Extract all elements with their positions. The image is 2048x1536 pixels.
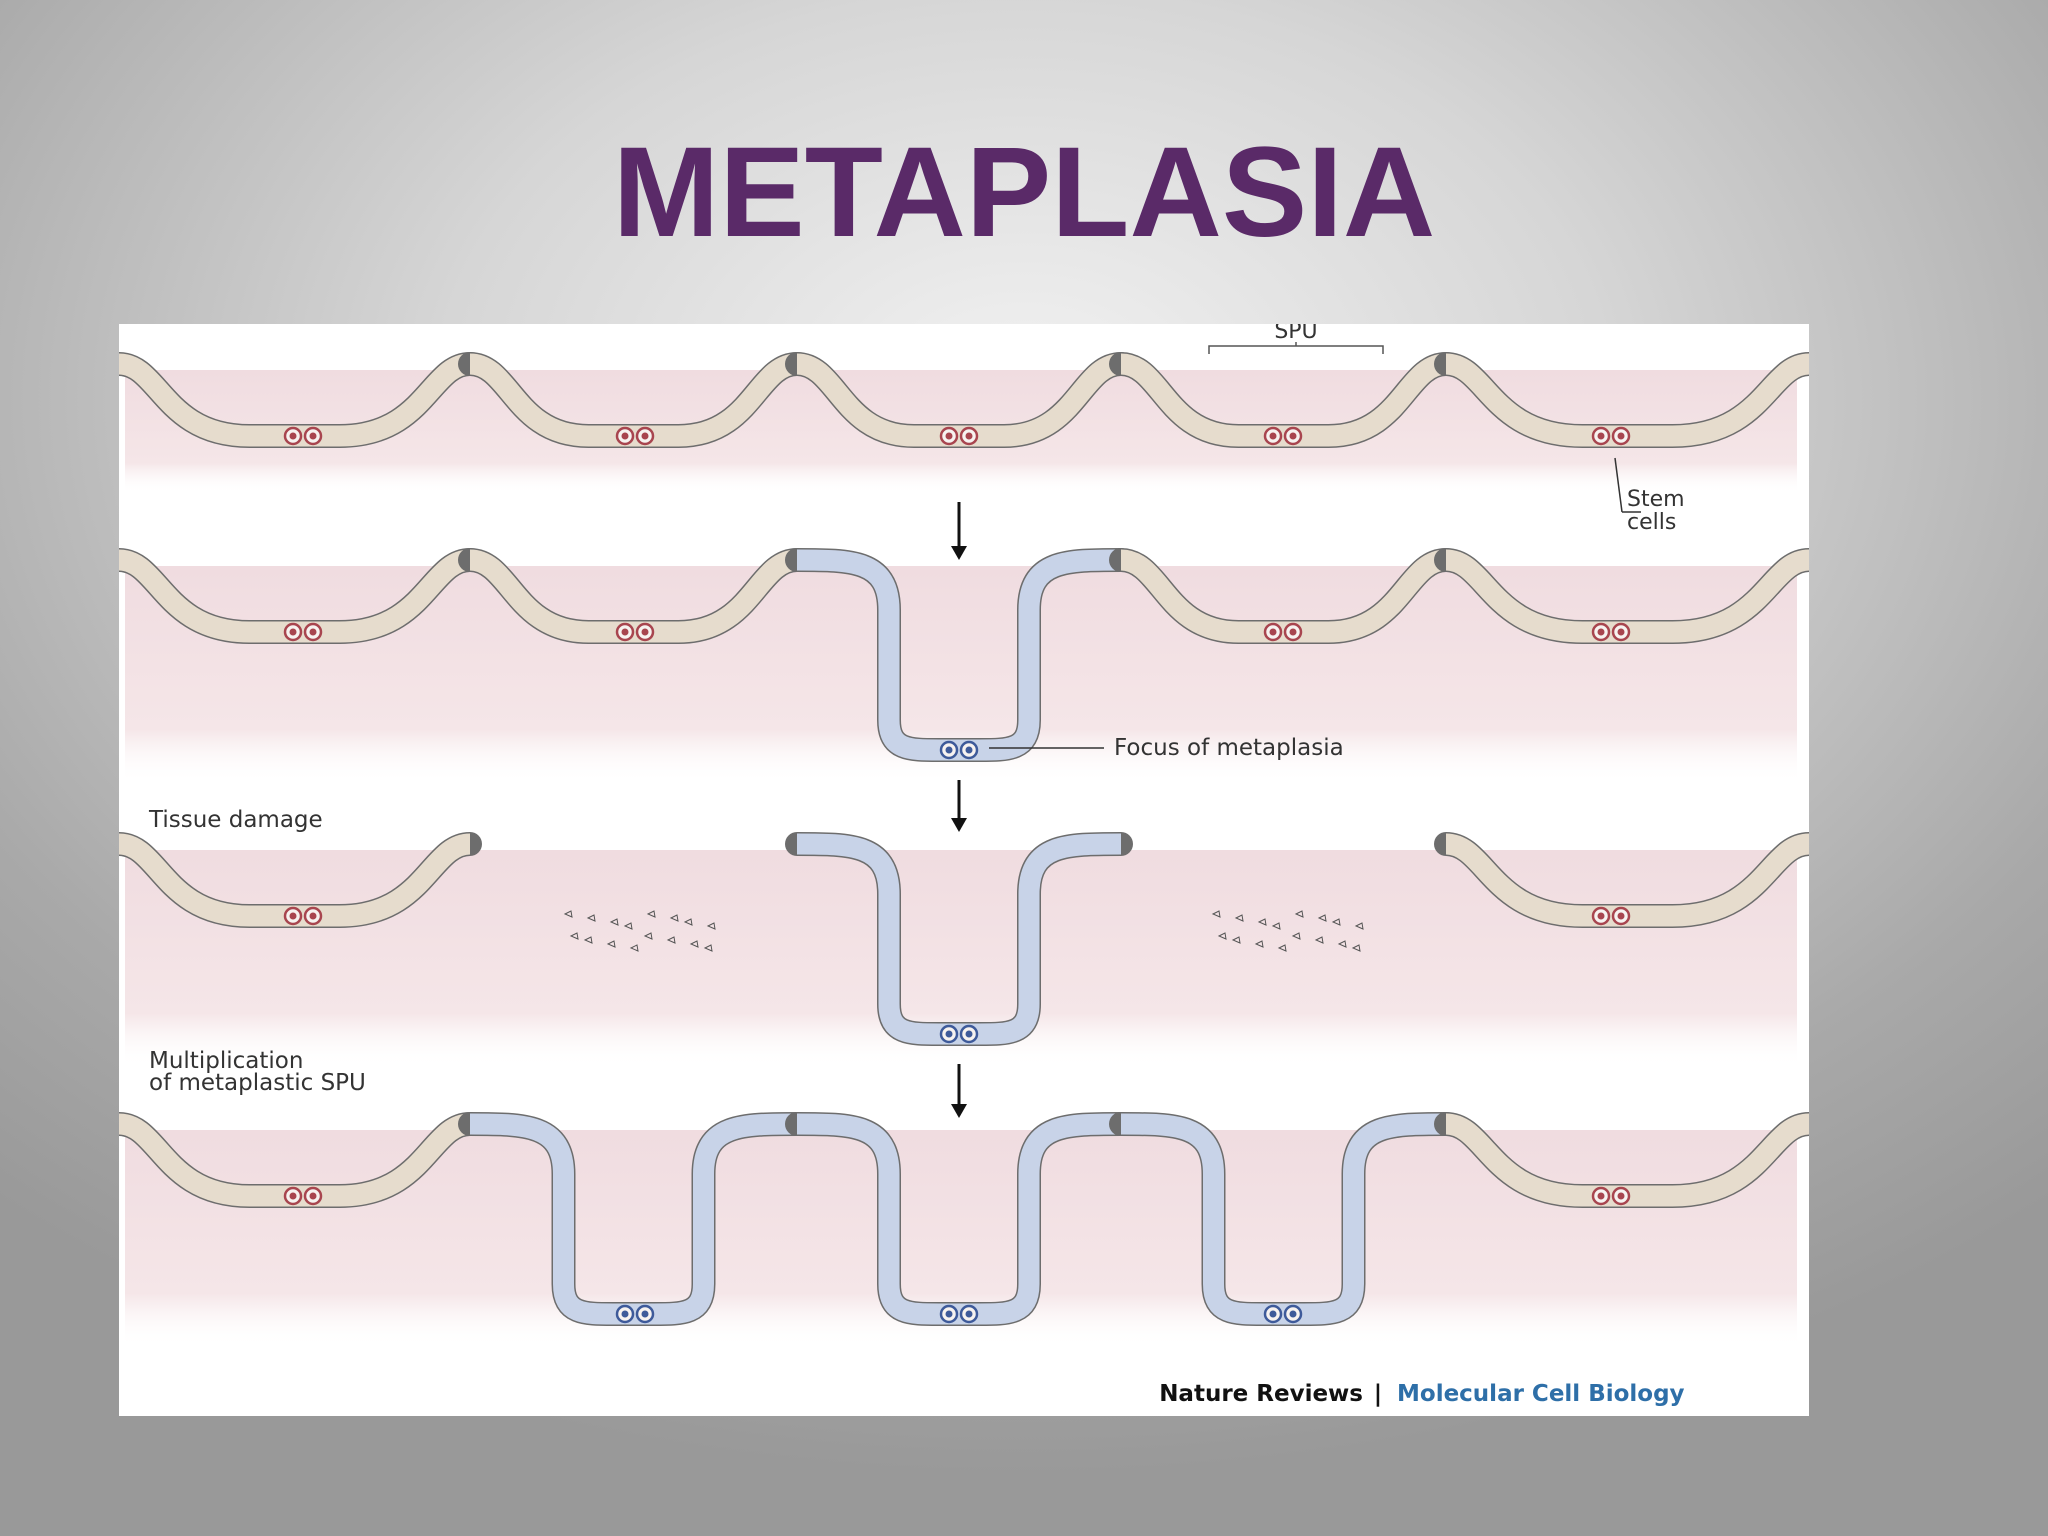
epithelium-row: [119, 1112, 1809, 1348]
stem-cells-callout: Stem cells: [1614, 457, 1692, 535]
stem-cell: [1611, 1186, 1631, 1206]
stem-cell: [1611, 906, 1631, 926]
stem-cell: [635, 1304, 655, 1324]
stem-cell: [1591, 426, 1611, 446]
stem-cell: [1283, 426, 1303, 446]
stem-cell: [1263, 622, 1283, 642]
stem-cell: [1591, 622, 1611, 642]
stem-cell: [959, 426, 979, 446]
stem-cell: [1283, 622, 1303, 642]
stem-cell: [635, 622, 655, 642]
stem-cell: [1611, 426, 1631, 446]
metaplasia-diagram: SPU Stem cells Focus of metaplasia Tissu…: [119, 324, 1809, 1416]
stem-cell: [283, 1186, 303, 1206]
stem-cell: [1263, 1304, 1283, 1324]
credit-journal: Nature Reviews: [1159, 1381, 1363, 1407]
epithelium-row: [119, 832, 1809, 1068]
spu-bracket: SPU: [1208, 324, 1384, 354]
metaplastic-crypt: [796, 833, 1122, 1045]
stem-cell: [303, 426, 323, 446]
metaplastic-crypt: [796, 1113, 1122, 1325]
arrow-head-2: [951, 818, 967, 832]
transition-arrows: [951, 502, 967, 1118]
stem-cell: [303, 906, 323, 926]
stem-cell: [615, 622, 635, 642]
arrow-head-1: [951, 546, 967, 560]
stem-cell: [303, 622, 323, 642]
stem-cell: [959, 1304, 979, 1324]
stem-cell: [939, 1024, 959, 1044]
stem-cell: [303, 1186, 323, 1206]
stem-cell: [615, 426, 635, 446]
metaplastic-crypt: [796, 549, 1122, 761]
spu-label: SPU: [1274, 324, 1317, 344]
stem-cell: [1283, 1304, 1303, 1324]
stem-cell: [283, 906, 303, 926]
normal-crypt: [1119, 549, 1448, 643]
stem-cell: [1591, 1186, 1611, 1206]
arrow-head-3: [951, 1104, 967, 1118]
tissue-damage-label: Tissue damage: [148, 807, 323, 833]
stem-cell: [1263, 426, 1283, 446]
metaplastic-crypt: [1120, 1113, 1447, 1325]
epithelium-rows: [119, 352, 1809, 1348]
damaged-crypt-debris: [1211, 910, 1364, 952]
figure-credit: Nature Reviews | Molecular Cell Biology: [1159, 1381, 1684, 1407]
damaged-crypt-debris: [563, 910, 716, 952]
stem-cell: [939, 740, 959, 760]
diagram-canvas: SPU Stem cells Focus of metaplasia Tissu…: [119, 324, 1809, 1407]
stem-cells-label: Stem cells: [1627, 487, 1692, 535]
stem-cell: [615, 1304, 635, 1324]
normal-crypt: [1119, 353, 1448, 447]
stem-cell: [1591, 906, 1611, 926]
credit-separator: |: [1374, 1381, 1382, 1407]
stem-cell: [1611, 622, 1631, 642]
multiplication-label: Multiplication of metaplastic SPU: [149, 1048, 366, 1096]
focus-callout: Focus of metaplasia: [989, 735, 1344, 761]
stem-cell: [959, 740, 979, 760]
stem-cell: [635, 426, 655, 446]
stem-cell: [939, 426, 959, 446]
normal-crypt: [795, 353, 1123, 447]
epithelium-row: [119, 352, 1809, 494]
stem-cell: [283, 622, 303, 642]
stem-cell: [939, 1304, 959, 1324]
epithelium-row: [119, 548, 1809, 784]
stem-cell: [283, 426, 303, 446]
focus-label: Focus of metaplasia: [1114, 735, 1344, 761]
credit-section: Molecular Cell Biology: [1397, 1381, 1685, 1407]
stem-cell: [959, 1024, 979, 1044]
slide-title: METAPLASIA: [612, 121, 1436, 264]
